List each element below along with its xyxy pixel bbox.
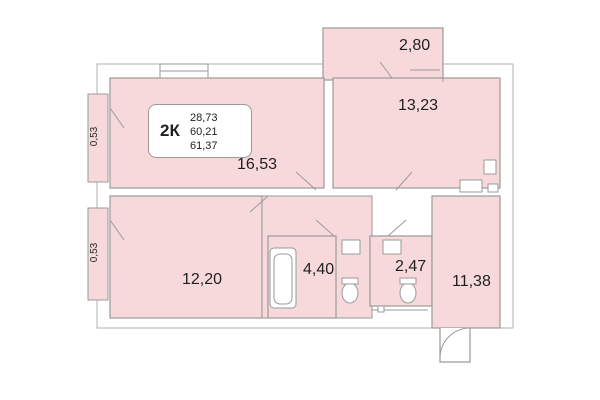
room-area-living: 16,53 (237, 156, 278, 173)
window-width-top-left: 0,53 (89, 126, 101, 147)
sink-bathroom (341, 239, 361, 255)
window-top-left (87, 93, 109, 183)
kitchen-appliance (483, 159, 497, 175)
door-line-living-left (109, 107, 125, 129)
door-line-bedroom-bottom (249, 195, 269, 213)
door-line-bedroom-left (109, 219, 125, 241)
kitchen-counter (487, 183, 499, 193)
door-line-living-center (295, 171, 317, 191)
room-area-balcony: 2,80 (399, 37, 431, 54)
kitchen-room (431, 195, 501, 329)
area-living: 28,73 (190, 112, 218, 124)
toilet-wc-tank (399, 277, 417, 285)
door-line-hall-left (315, 219, 335, 237)
room-area-bathroom: 4,40 (303, 261, 335, 278)
area-total-with-balcony: 61,37 (190, 140, 218, 152)
bedroom-bottom-left (109, 195, 263, 319)
toilet-bathroom-tank (341, 277, 359, 285)
sink-wc (382, 239, 402, 255)
room-area-bedroom-top-right: 13,23 (398, 97, 439, 114)
corridor-marker (377, 305, 385, 313)
apartment-badge: 2К 28,73 60,21 61,37 (148, 104, 252, 158)
entrance-door (439, 328, 471, 363)
door-line-hall-right (387, 219, 407, 237)
apartment-type: 2К (160, 121, 180, 140)
kitchen-sink (459, 179, 483, 193)
bathtub-inner (273, 253, 293, 305)
room-area-kitchen: 11,38 (452, 273, 491, 290)
toilet-wc (399, 282, 417, 304)
door-line-bedroom-right (395, 171, 413, 191)
window-width-bottom-left: 0,53 (89, 242, 101, 263)
bedroom-top-right (332, 77, 501, 189)
room-area-wc: 2,47 (395, 258, 427, 275)
door-line-balcony (379, 61, 393, 79)
entrance-door-arc (439, 327, 471, 359)
toilet-bathroom (341, 282, 359, 304)
window-bottom-left (87, 207, 109, 301)
area-total: 60,21 (190, 126, 218, 138)
room-area-bedroom-bottom-left: 12,20 (182, 271, 223, 288)
balcony-room (322, 27, 444, 81)
